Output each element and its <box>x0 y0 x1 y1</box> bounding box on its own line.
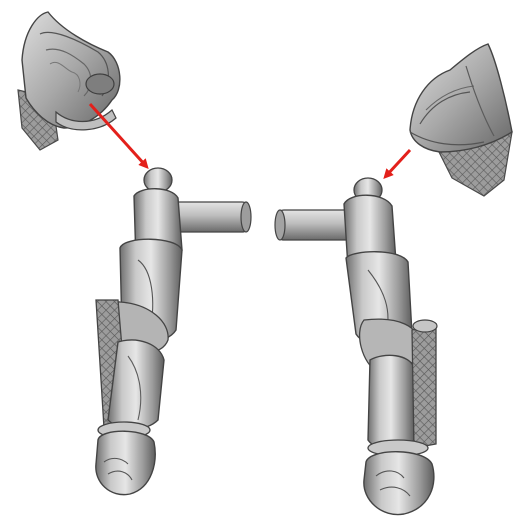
right-assembly-arrow <box>386 150 410 176</box>
right-shoulder-pad <box>410 44 512 196</box>
left-arm <box>96 168 251 495</box>
left-shoulder-pad <box>18 12 120 150</box>
right-arm <box>275 178 437 515</box>
left-assembly-arrow <box>90 104 146 166</box>
